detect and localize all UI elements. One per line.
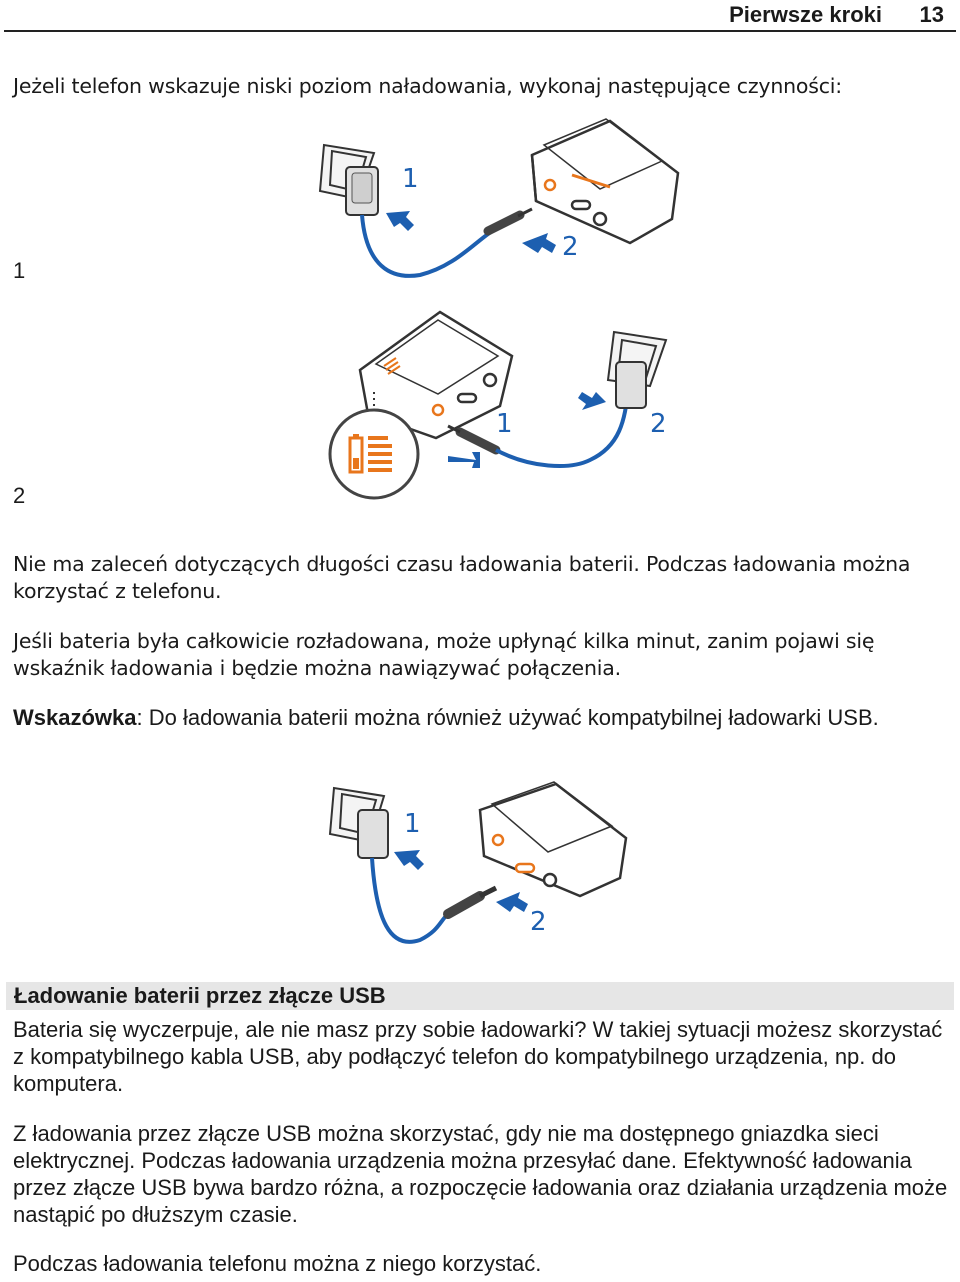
phone-icon xyxy=(358,310,514,440)
intro-text: Jeżeli telefon wskazuje niski poziom nał… xyxy=(13,74,843,98)
arrow-icon xyxy=(578,392,606,410)
figure-charging-step-1: 1 2 xyxy=(318,118,680,278)
paragraph-empty-battery: Jeśli bateria była całkowicie rozładowan… xyxy=(13,629,875,680)
chapter-title: Pierwsze kroki xyxy=(729,2,882,27)
tip-label: Wskazówka xyxy=(13,705,137,730)
charger-plug-icon xyxy=(357,809,389,859)
callout-2: 2 xyxy=(530,907,547,937)
charger-connector-icon xyxy=(483,207,533,236)
callout-1: 1 xyxy=(404,809,421,839)
paragraph-charging-time: Nie ma zaleceń dotyczących długości czas… xyxy=(13,552,911,603)
figure-charging-step-2: 1 2 xyxy=(328,310,668,500)
charger-connector-icon xyxy=(447,424,501,455)
tip-paragraph: Wskazówka: Do ładowania baterii można ró… xyxy=(13,704,943,731)
paragraph-usb-intro: Bateria się wyczerpuje, ale nie masz prz… xyxy=(13,1017,943,1096)
battery-charging-icon xyxy=(328,408,420,500)
usb-connector-icon xyxy=(443,885,498,919)
step-number-2: 2 xyxy=(13,483,26,508)
paragraph-usb-details: Z ładowania przez złącze USB można skorz… xyxy=(13,1121,948,1227)
arrow-icon xyxy=(522,233,556,253)
tip-text: : Do ładowania baterii można również uży… xyxy=(136,705,879,730)
step-number-1: 1 xyxy=(13,258,26,283)
callout-1: 1 xyxy=(496,409,513,439)
arrow-icon xyxy=(394,850,424,870)
charger-plug-icon xyxy=(345,166,379,216)
phone-icon xyxy=(478,781,628,898)
arrow-icon xyxy=(496,892,528,912)
section-header: Ładowanie baterii przez złącze USB xyxy=(6,982,954,1010)
callout-1: 1 xyxy=(402,164,419,194)
arrow-icon xyxy=(386,211,414,231)
arrow-icon xyxy=(448,452,480,468)
charger-plug-icon xyxy=(615,361,647,409)
section-title: Ładowanie baterii przez złącze USB xyxy=(14,983,386,1008)
page-header: Pierwsze kroki 13 xyxy=(4,0,956,32)
figure-usb-charger: 1 2 xyxy=(328,781,628,944)
callout-2: 2 xyxy=(562,232,579,262)
callout-2: 2 xyxy=(650,409,667,439)
page-number: 13 xyxy=(919,2,944,27)
phone-icon xyxy=(530,118,680,245)
paragraph-usb-use: Podczas ładowania telefonu można z niego… xyxy=(13,1251,542,1276)
